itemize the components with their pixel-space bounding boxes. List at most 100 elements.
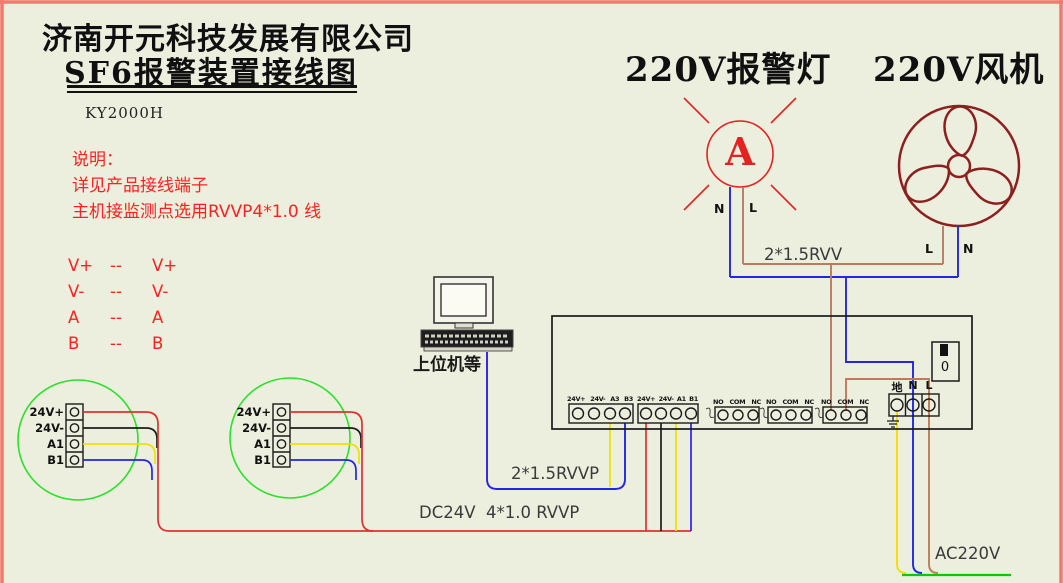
host-pc-icon (420, 276, 514, 352)
sensor-1-pin-labels: 24V+ 24V- A1 B1 (24, 404, 64, 468)
company-title: 济南开元科技发展有限公司 (42, 22, 414, 57)
notes-heading: 说明： (72, 150, 123, 170)
relay-block-1 (714, 406, 760, 424)
pin-label: NO (713, 398, 724, 406)
signal-left: B (68, 334, 80, 353)
ground-symbol (887, 416, 899, 428)
pin-label: B1 (689, 395, 698, 403)
pin-label: 24V- (590, 395, 606, 403)
pin-label: NO (766, 398, 777, 406)
sensor-2-terminal-strip (272, 403, 291, 468)
signal-right: B (152, 334, 164, 353)
pin-label: COM (837, 398, 854, 406)
sensor-1-circle (17, 379, 139, 501)
signal-map-row: A -- A (68, 305, 177, 331)
sensor-1-terminal-strip (65, 403, 84, 468)
pin-label: A3 (610, 395, 620, 403)
sensor-2-circle (229, 377, 351, 499)
device-box (551, 315, 973, 430)
signal-right: A (152, 308, 164, 327)
sensor-pin-label: 24V+ (29, 405, 64, 419)
sensor-pin-label: A1 (254, 437, 271, 451)
relay-block-3 (822, 406, 868, 424)
fan-icon (897, 104, 1021, 228)
model-label: KY2000H (85, 104, 164, 122)
sensor-2-pin-labels: 24V+ 24V- A1 B1 (231, 404, 271, 468)
signal-left: V- (68, 282, 85, 301)
signal-right: V+ (152, 256, 178, 275)
note-line-2: 主机接监测点选用RVVP4*1.0 线 (72, 202, 322, 222)
relay-2-pin-labels: NO COM NC (766, 398, 814, 406)
cable-label-sensor-bus: DC24V 4*1.0 RVVP (419, 503, 580, 522)
mains-terminal-block (888, 393, 940, 417)
mains-n-label: N (908, 379, 918, 392)
title-underline (67, 85, 357, 93)
signal-map-row: V+ -- V+ (68, 253, 177, 279)
signal-left: A (68, 308, 80, 327)
alarm-lamp-symbol: A (725, 129, 755, 174)
mains-l-label: L (925, 379, 933, 392)
alarm-lamp-heading: 220V报警灯 (625, 50, 832, 90)
power-switch (931, 341, 960, 382)
signal-right: V- (152, 282, 169, 301)
sensor-pin-label: 24V- (242, 421, 271, 435)
signal-left: V+ (68, 256, 94, 275)
cable-label-lamp-fan: 2*1.5RVV (764, 245, 843, 264)
lamp-l-label: L (749, 200, 757, 215)
pin-label: NC (751, 398, 761, 406)
wire-brown-com-to-l-terminal (845, 378, 939, 574)
pin-label: COM (782, 398, 799, 406)
terminal-block-a3 (568, 403, 634, 424)
cable-label-mains-in: AC220V (935, 544, 1001, 563)
relay-1-pin-labels: NO COM NC (713, 398, 761, 406)
pin-label: 24V+ (637, 395, 656, 403)
wire-b3-blue-to-pc (486, 352, 626, 490)
fan-n-label: N (963, 241, 974, 256)
wire-blue-to-n-terminal (845, 277, 923, 574)
wire-sensor2-red (290, 411, 374, 532)
lamp-n-label: N (714, 201, 725, 216)
signal-sep: -- (110, 308, 122, 327)
terminal-block-a1 (637, 403, 699, 424)
signal-map: V+ -- V+ V- -- V- A -- A B -- B (68, 253, 177, 357)
power-switch-off-label: 0 (940, 360, 950, 375)
wire-sensor1-red-bus (83, 411, 691, 532)
wire-sensor1-blue (83, 459, 153, 480)
pin-label: 24V+ (567, 395, 586, 403)
sensor-pin-label: B1 (47, 453, 64, 467)
wire-sensor1-yellow (83, 443, 156, 464)
signal-map-row: B -- B (68, 331, 177, 357)
alarm-lamp-icon (683, 97, 797, 211)
pin-label: 24V- (658, 395, 674, 403)
sensor-pin-label: A1 (47, 437, 64, 451)
pin-label: B3 (624, 395, 633, 403)
sensor-pin-label: B1 (254, 453, 271, 467)
wire-ground-yellow (896, 411, 907, 574)
sensor-pin-label: 24V+ (236, 405, 271, 419)
terminal-strip-clip (705, 407, 824, 418)
pin-label: NO (821, 398, 832, 406)
relay-3-pin-labels: NO COM NC (821, 398, 869, 406)
sensor-pin-label: 24V- (35, 421, 64, 435)
fan-heading: 220V风机 (873, 50, 1045, 90)
cable-label-host: 2*1.5RVVP (511, 464, 600, 483)
pin-label: NC (804, 398, 814, 406)
pin-label: COM (729, 398, 746, 406)
wire-sensor1-black (83, 427, 158, 448)
host-pc-label: 上位机等 (413, 355, 481, 375)
pin-label: NC (859, 398, 869, 406)
wire-sensor2-yellow (290, 443, 360, 464)
signal-sep: -- (110, 282, 122, 301)
wire-sensor2-blue (290, 459, 357, 480)
signal-sep: -- (110, 256, 122, 275)
signal-map-row: V- -- V- (68, 279, 177, 305)
wire-sensor2-black (290, 427, 362, 448)
signal-sep: -- (110, 334, 122, 353)
pin-label: A1 (676, 395, 686, 403)
block-a3-pin-labels: 24V+ 24V- A3 B3 (567, 395, 633, 403)
fan-l-label: L (925, 241, 933, 256)
